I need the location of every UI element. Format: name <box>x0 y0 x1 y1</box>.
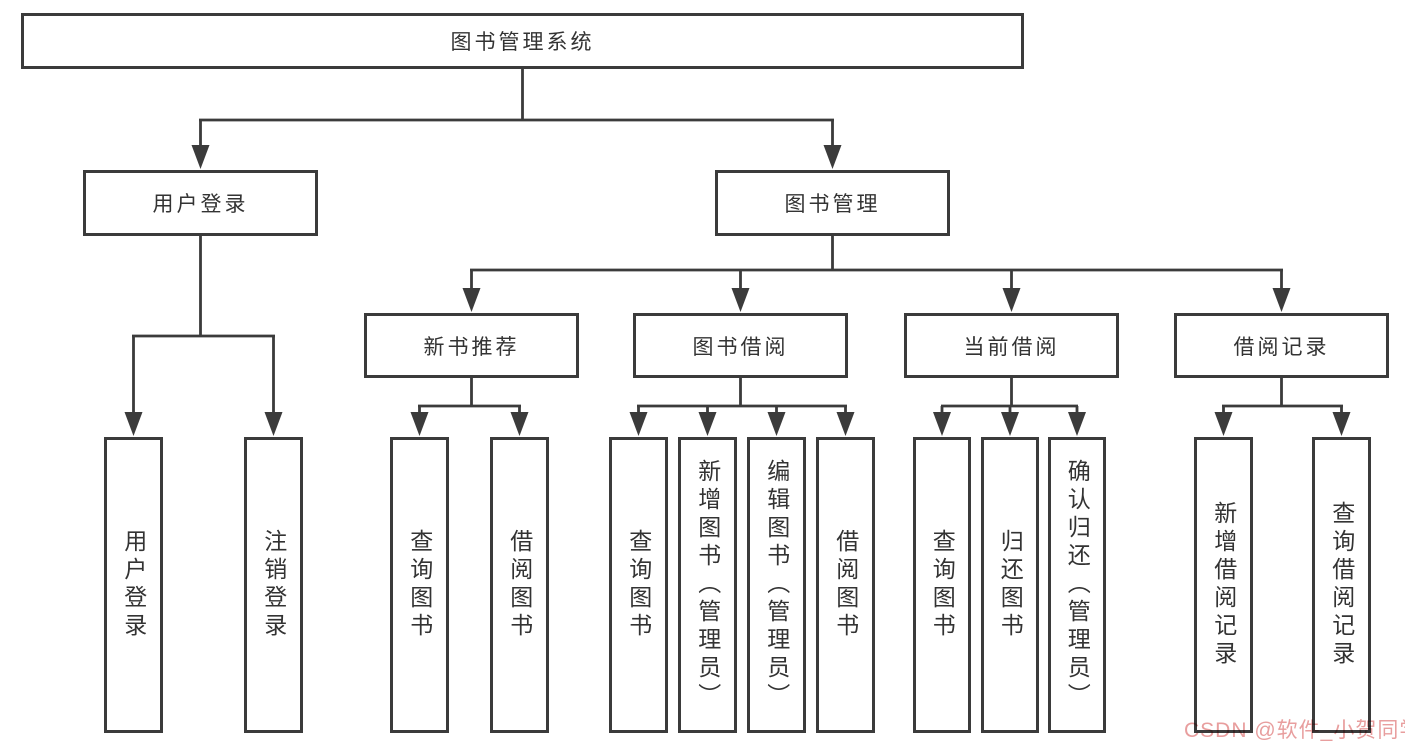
node-label: 图书管理系统 <box>450 31 595 54</box>
node-label: 借阅图书 <box>506 529 533 641</box>
connector-book-mgmt-children <box>470 236 1283 290</box>
arrowhead-icon <box>731 288 750 312</box>
arrowhead-icon <box>629 412 648 436</box>
arrowhead-icon <box>767 412 786 436</box>
watermark: CSDN @软件_小贺同学 <box>1184 719 1405 742</box>
node-label: 用户登录 <box>152 193 249 216</box>
node-label: 借阅记录 <box>1233 335 1330 359</box>
arrowhead-icon <box>510 412 529 436</box>
node-label: 确认归还（管理员） <box>1064 459 1091 711</box>
connector-lines <box>132 69 1343 414</box>
arrowhead-icon <box>1002 288 1021 312</box>
node-label: 图书管理 <box>784 193 881 216</box>
node-label: 注销登录 <box>260 529 287 641</box>
connector-borrow-record-children <box>1222 378 1343 414</box>
leaf-edit-book-admin: 编辑图书（管理员） <box>747 437 806 733</box>
node-label: 归还图书 <box>997 529 1024 641</box>
node-user-login: 用户登录 <box>83 170 318 236</box>
leaf-logout: 注销登录 <box>244 437 303 733</box>
arrowhead-icon <box>410 412 429 436</box>
node-label: 图书借阅 <box>692 335 789 359</box>
node-label: 查询借阅记录 <box>1328 501 1355 669</box>
node-root: 图书管理系统 <box>21 13 1024 69</box>
node-label: 新增借阅记录 <box>1210 501 1237 669</box>
leaf-query-books-recommend: 查询图书 <box>390 437 449 733</box>
arrowhead-icon <box>1068 412 1086 436</box>
node-label: 编辑图书（管理员） <box>763 459 790 711</box>
leaf-add-book-admin: 新增图书（管理员） <box>678 437 737 733</box>
node-label: 借阅图书 <box>832 529 859 641</box>
leaf-user-login: 用户登录 <box>104 437 163 733</box>
node-current-borrow: 当前借阅 <box>904 313 1119 378</box>
arrowhead-icon <box>462 288 481 312</box>
arrowhead-icon <box>1001 412 1019 436</box>
node-borrow-records: 借阅记录 <box>1174 313 1389 378</box>
connector-root-to-level2 <box>199 69 834 148</box>
node-book-management: 图书管理 <box>715 170 950 236</box>
arrowhead-icon <box>124 412 143 436</box>
arrowhead-icon <box>836 412 855 436</box>
arrowhead-icon <box>1332 412 1351 436</box>
arrowhead-icon <box>1214 412 1233 436</box>
leaf-confirm-return-admin: 确认归还（管理员） <box>1048 437 1106 733</box>
node-label: 用户登录 <box>120 529 147 641</box>
node-book-borrow: 图书借阅 <box>633 313 848 378</box>
leaf-borrow-books-recommend: 借阅图书 <box>490 437 549 733</box>
connector-current-borrow-children <box>940 378 1079 414</box>
leaf-query-books-current: 查询图书 <box>913 437 971 733</box>
node-label: 查询图书 <box>406 529 433 641</box>
arrowhead-icon <box>191 145 210 169</box>
arrowheads <box>124 145 1351 436</box>
node-label: 查询图书 <box>625 529 652 641</box>
node-new-book-recommend: 新书推荐 <box>364 313 579 378</box>
connector-user-login-children <box>132 236 275 414</box>
leaf-add-borrow-record: 新增借阅记录 <box>1194 437 1253 733</box>
arrowhead-icon <box>933 412 951 436</box>
connector-book-borrow-children <box>637 378 847 414</box>
arrowhead-icon <box>698 412 717 436</box>
node-label: 当前借阅 <box>963 335 1060 359</box>
leaf-borrow-books: 借阅图书 <box>816 437 875 733</box>
arrowhead-icon <box>1272 288 1291 312</box>
leaf-query-borrow-record: 查询借阅记录 <box>1312 437 1371 733</box>
node-label: 新增图书（管理员） <box>694 459 721 711</box>
node-label: 新书推荐 <box>423 335 520 359</box>
arrowhead-icon <box>264 412 283 436</box>
leaf-query-books-borrow: 查询图书 <box>609 437 668 733</box>
arrowhead-icon <box>823 145 842 169</box>
leaf-return-book: 归还图书 <box>981 437 1039 733</box>
connector-new-book-children <box>418 378 521 414</box>
node-label: 查询图书 <box>929 529 956 641</box>
